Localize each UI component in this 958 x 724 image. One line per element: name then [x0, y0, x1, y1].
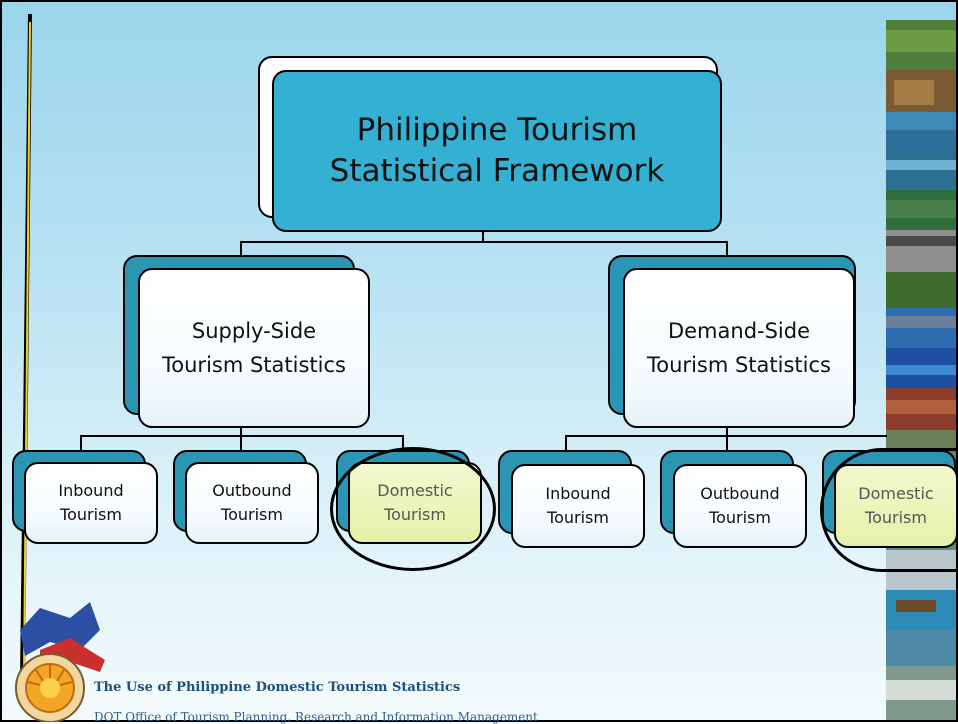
- connector-line: [240, 241, 242, 257]
- connector-line: [240, 435, 242, 451]
- leaf-node-inbound-supply: Inbound Tourism: [24, 462, 158, 544]
- connector-line: [402, 435, 404, 451]
- branch-node-demand: Demand-Side Tourism Statistics: [623, 268, 855, 428]
- connector-line: [240, 428, 242, 436]
- connector-line: [80, 435, 82, 451]
- highlight-circle: [820, 448, 958, 572]
- root-node: Philippine Tourism Statistical Framework: [272, 70, 722, 232]
- leaf-label: Inbound Tourism: [58, 481, 124, 524]
- footer-title: The Use of Philippine Domestic Tourism S…: [94, 680, 461, 695]
- leaf-node-inbound-demand: Inbound Tourism: [511, 464, 645, 548]
- branch-label-supply: Supply-Side Tourism Statistics: [162, 319, 346, 377]
- leaf-node-outbound-supply: Outbound Tourism: [185, 462, 319, 544]
- connector-line: [80, 435, 404, 437]
- root-label: Philippine Tourism Statistical Framework: [329, 112, 665, 189]
- connector-line: [726, 241, 728, 257]
- connector-line: [240, 241, 726, 243]
- branch-node-supply: Supply-Side Tourism Statistics: [138, 268, 370, 428]
- connector-line: [726, 428, 728, 436]
- leaf-label: Outbound Tourism: [700, 484, 780, 527]
- highlight-circle: [330, 447, 496, 571]
- footer-subtitle: DOT Office of Tourism Planning, Research…: [94, 710, 538, 724]
- branch-label-demand: Demand-Side Tourism Statistics: [647, 319, 831, 377]
- connector-line: [726, 435, 728, 451]
- leaf-node-outbound-demand: Outbound Tourism: [673, 464, 807, 548]
- leaf-label: Inbound Tourism: [545, 484, 611, 527]
- connector-line: [565, 435, 567, 451]
- dot-seal-logo: [15, 602, 105, 722]
- connector-line: [482, 232, 484, 242]
- leaf-label: Outbound Tourism: [212, 481, 292, 524]
